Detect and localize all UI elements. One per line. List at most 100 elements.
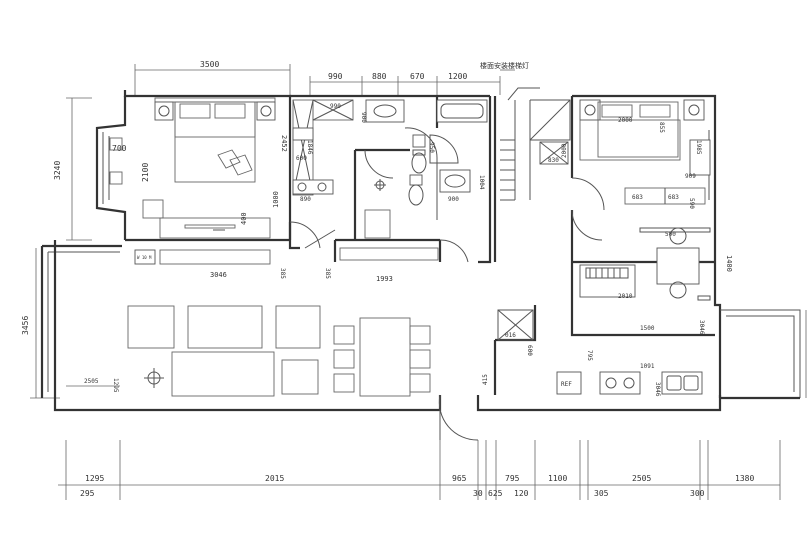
bottom-sub-label: 295 bbox=[80, 489, 95, 498]
dim-label: 1985 bbox=[695, 140, 702, 155]
chair bbox=[409, 373, 431, 393]
top-dim-label: 990 bbox=[328, 72, 343, 81]
dim-label: 855 bbox=[658, 122, 665, 133]
chair bbox=[142, 199, 164, 219]
dining-table bbox=[656, 247, 700, 285]
dim-label: 1004 bbox=[478, 175, 485, 190]
right-dim-label: 900 bbox=[810, 355, 812, 368]
dim-label: 900 bbox=[448, 196, 459, 203]
dim-label: 990 bbox=[330, 103, 341, 110]
dim-label: 3046 bbox=[698, 320, 705, 335]
top-dimension-lines bbox=[134, 64, 515, 95]
dim-label: 600 bbox=[526, 345, 533, 356]
master-bedroom bbox=[109, 97, 276, 239]
armchair bbox=[127, 305, 175, 349]
sink bbox=[365, 99, 405, 123]
bottom-dim-label: 1295 bbox=[85, 474, 104, 483]
wardrobe bbox=[292, 99, 354, 196]
bottom-dim-label: 1100 bbox=[548, 474, 567, 483]
chair bbox=[409, 349, 431, 369]
left-dimension-lines bbox=[30, 97, 92, 399]
toilet bbox=[408, 184, 424, 206]
dim-label: 1091 bbox=[640, 363, 655, 370]
dim-label: 795 bbox=[586, 350, 593, 361]
staircase bbox=[500, 87, 571, 201]
dim-label: 909 bbox=[685, 173, 696, 180]
note-label: 楼面安装楼梯灯 bbox=[480, 61, 529, 70]
dim-label: 890 bbox=[300, 196, 311, 203]
tv-cabinet bbox=[159, 217, 271, 239]
interior-walls bbox=[125, 96, 715, 395]
dim-label: 385 bbox=[324, 268, 331, 279]
left-dim-label: 700 bbox=[112, 144, 127, 153]
dim-label: 385 bbox=[279, 268, 286, 279]
bed bbox=[579, 119, 681, 161]
top-dim-label: 1200 bbox=[448, 72, 467, 81]
dim-label: 3046 bbox=[210, 271, 227, 279]
bottom-sub-label: 625 bbox=[488, 489, 503, 498]
sofa bbox=[171, 351, 275, 397]
kitchen-sink bbox=[661, 371, 703, 395]
dim-label: 590 bbox=[688, 198, 695, 209]
chair bbox=[333, 373, 355, 393]
dim-label: 1846 bbox=[306, 140, 313, 155]
chair bbox=[409, 325, 431, 345]
left-dim-label: 3240 bbox=[53, 161, 62, 180]
dim-label: 016 bbox=[505, 332, 516, 339]
bedroom-2 bbox=[579, 99, 711, 205]
nightstand bbox=[154, 101, 174, 121]
stove bbox=[599, 371, 641, 395]
dim-label: 950 bbox=[428, 142, 435, 153]
bottom-sub-label: 30 bbox=[473, 489, 483, 498]
toilet bbox=[411, 152, 427, 174]
bottom-sub-label: 300 bbox=[690, 489, 705, 498]
dim-label: 400 bbox=[240, 212, 248, 225]
refrigerator bbox=[556, 371, 582, 395]
nightstand bbox=[256, 101, 276, 121]
chair bbox=[333, 349, 355, 369]
kitchen bbox=[497, 309, 703, 395]
dim-label: 2000 bbox=[618, 117, 633, 124]
dim-label: 2000 bbox=[561, 143, 568, 158]
dim-label: 683 bbox=[668, 194, 679, 201]
dim-label: 3046 bbox=[654, 382, 661, 397]
dining-area bbox=[579, 227, 711, 301]
dim-label: 1400 bbox=[725, 255, 733, 272]
dim-label: 1500 bbox=[640, 325, 655, 332]
dim-label: 2010 bbox=[618, 293, 633, 300]
dim-label: 415 bbox=[482, 374, 489, 385]
bottom-sub-label: 120 bbox=[514, 489, 529, 498]
dim-label: 500 bbox=[665, 231, 676, 238]
bathroom-1 bbox=[365, 99, 488, 174]
coffee-table bbox=[187, 305, 263, 349]
top-dim-label: 670 bbox=[410, 72, 425, 81]
top-dim-label: 880 bbox=[372, 72, 387, 81]
door-swings bbox=[289, 127, 605, 441]
appliance-label: W 10 M bbox=[137, 255, 152, 260]
sink bbox=[439, 169, 471, 193]
dim-label: 1000 bbox=[272, 191, 280, 208]
bottom-dimension-lines bbox=[58, 440, 781, 500]
bathroom-2 bbox=[364, 158, 471, 239]
tv-unit bbox=[134, 249, 156, 265]
nightstand bbox=[579, 99, 601, 121]
bottom-dim-label: 795 bbox=[505, 474, 520, 483]
dim-label: 1295 bbox=[112, 378, 119, 393]
top-dim-label: 3500 bbox=[200, 60, 219, 69]
chair bbox=[333, 325, 355, 345]
dim-label: 830 bbox=[548, 157, 559, 164]
left-dim-label: 3456 bbox=[21, 316, 30, 335]
dining-table bbox=[359, 317, 411, 397]
nightstand bbox=[683, 99, 705, 121]
dim-label: 2452 bbox=[280, 135, 288, 152]
armchair bbox=[275, 305, 321, 349]
stove bbox=[292, 179, 334, 195]
dim-label: 600 bbox=[296, 155, 307, 162]
bottom-dim-label: 1380 bbox=[735, 474, 754, 483]
dim-label: 2505 bbox=[84, 378, 99, 385]
side-table bbox=[281, 359, 319, 395]
dim-label: 683 bbox=[632, 194, 643, 201]
dim-label: 900 bbox=[360, 112, 367, 123]
living-room bbox=[127, 247, 439, 397]
